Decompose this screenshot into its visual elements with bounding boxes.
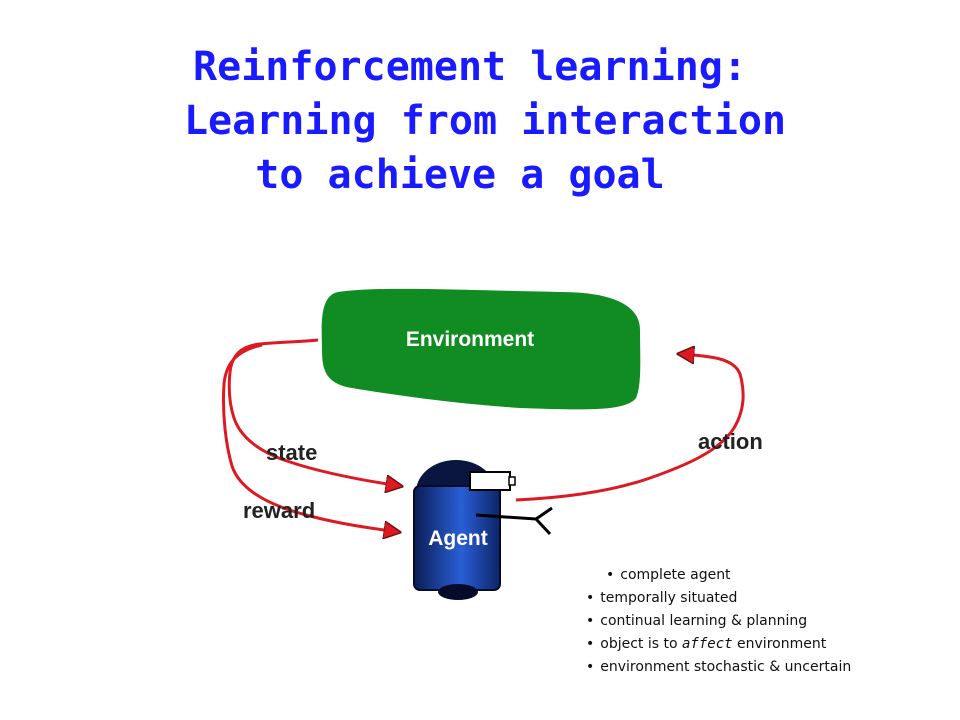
environment-blob — [321, 288, 641, 410]
agent-gripper-arm — [475, 513, 537, 521]
bullet-list: •complete agent •temporally situated •co… — [586, 564, 851, 679]
bullet-item: •continual learning & planning — [586, 613, 808, 629]
bullet-item: •complete agent — [606, 567, 731, 583]
agent-sensor — [469, 471, 511, 491]
bullet-symbol: • — [586, 613, 595, 629]
slide-title: Reinforcement learning: Learning from in… — [0, 40, 960, 202]
bullet-symbol: • — [586, 590, 595, 606]
action-arrow — [515, 354, 745, 502]
reward-label: reward — [243, 498, 316, 523]
agent-label: Agent — [428, 527, 488, 550]
bullet-item: •environment stochastic & uncertain — [586, 659, 852, 675]
reward-arrow — [221, 343, 398, 532]
bullet-symbol: • — [606, 567, 615, 583]
title-line-3: to achieve a goal — [255, 152, 665, 198]
state-label: state — [266, 440, 318, 465]
bullet-item: •object is to affect environment — [586, 636, 827, 652]
action-label: action — [698, 429, 763, 454]
bullet-symbol: • — [586, 636, 595, 652]
title-line-2: Learning from interaction — [183, 98, 787, 144]
agent-feet — [438, 584, 478, 600]
bullet-item: •temporally situated — [586, 590, 738, 606]
environment-label: Environment — [405, 328, 535, 351]
agent-gripper — [534, 506, 553, 536]
title-line-1: Reinforcement learning: — [193, 44, 747, 90]
bullet-symbol: • — [586, 659, 595, 675]
agent-sensor-tip — [508, 476, 516, 486]
